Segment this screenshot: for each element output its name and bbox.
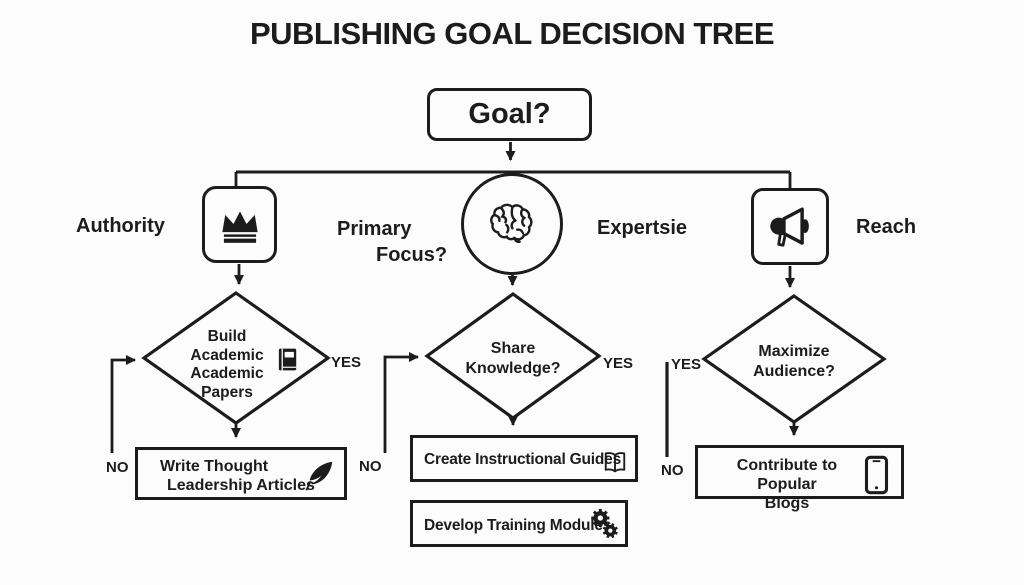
outcome-line: Write Thought	[160, 458, 269, 475]
yes-label-maximize-audience: YES	[671, 356, 702, 373]
primary-focus-node	[461, 173, 563, 275]
outcome-line: Contribute to Popular	[736, 457, 838, 493]
yes-label-share-knowledge: YES	[603, 355, 634, 372]
decision-line: Maximize	[758, 343, 830, 360]
outcome-popular-blogs: Contribute to Popular Blogs	[695, 445, 904, 512]
primary-focus-label-line1: Primary	[337, 218, 412, 240]
open-book-icon	[604, 452, 626, 473]
reach-node	[751, 188, 829, 265]
authority-label: Authority	[76, 215, 165, 237]
decision-build-academic: Build Academic Academic Papers	[157, 328, 297, 402]
outcome-training-modules: Develop Training Modules	[410, 500, 628, 547]
megaphone-icon	[770, 207, 809, 247]
smartphone-icon	[864, 455, 889, 495]
outcome-thought-leadership: Write Thought Leadership Articles	[135, 447, 347, 500]
primary-focus-label-line2: Focus?	[376, 244, 448, 266]
decision-line: Knowledge?	[465, 360, 561, 377]
outcome-line: Leadership Articles	[167, 477, 315, 494]
diagram-title: PUBLISHING GOAL DECISION TREE	[249, 16, 775, 51]
goal-label: Goal?	[468, 98, 551, 130]
crown-icon	[221, 210, 258, 243]
outcome-line: Blogs	[764, 495, 810, 512]
decision-diamond-build-academic	[141, 291, 331, 425]
gears-icon	[591, 508, 618, 539]
decision-line: Academic	[190, 365, 264, 382]
feather-icon	[305, 461, 333, 491]
yes-label-build-academic: YES	[331, 354, 362, 371]
decision-diamond-maximize-audience	[701, 294, 887, 424]
no-label-share-knowledge: NO	[359, 458, 382, 475]
decision-line: Share	[490, 340, 536, 357]
outcome-label: Develop Training Modules	[424, 517, 612, 534]
decision-line: Papers	[201, 383, 253, 401]
expertise-label: Expertsie	[597, 217, 688, 239]
outcome-instructional-guides: Create Instructional Guides	[410, 435, 638, 482]
decision-maximize-audience: Maximize Audience?	[714, 342, 874, 382]
no-label-maximize-audience: NO	[661, 462, 684, 479]
goal-node: Goal?	[427, 88, 592, 141]
decision-line: Academic	[190, 346, 264, 364]
primary-focus-label: Primary Focus?	[337, 216, 447, 268]
outcome-label: Create Instructional Guides	[424, 451, 622, 468]
outcome-label: Contribute to Popular Blogs	[707, 456, 867, 513]
reach-label: Reach	[856, 216, 917, 238]
decision-diamond-share-knowledge	[424, 292, 602, 420]
decision-line: Audience?	[753, 363, 835, 380]
decision-line: Build	[207, 328, 247, 345]
brain-icon	[490, 203, 533, 243]
decision-share-knowledge: Share Knowledge?	[433, 339, 593, 379]
authority-node	[202, 186, 277, 263]
outcome-label: Write Thought Leadership Articles	[160, 457, 315, 495]
book-icon	[278, 348, 297, 371]
no-label-build-academic: NO	[106, 459, 129, 476]
